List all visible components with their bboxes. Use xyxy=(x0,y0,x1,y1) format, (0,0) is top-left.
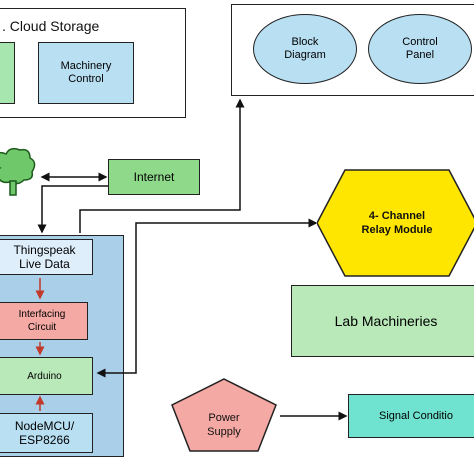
control-panel-circle: Control Panel xyxy=(368,14,472,84)
block-diagram-label: Block Diagram xyxy=(284,36,326,61)
tree-icon xyxy=(0,147,36,196)
nodemcu-label: NodeMCU/ ESP8266 xyxy=(14,419,75,447)
power-supply-label: Power Supply xyxy=(207,412,241,438)
interfacing-circuit-label: Interfacing Circuit xyxy=(18,309,66,333)
internet-thingspeak-arrow xyxy=(37,185,108,234)
arduino-relay-arrow xyxy=(96,218,318,378)
machinery-control-label: Machinery Control xyxy=(60,60,112,85)
interfacing-circuit-box: Interfacing Circuit xyxy=(0,302,88,340)
cloud-green-block xyxy=(0,42,15,104)
signal-conditioning-label: Signal Conditio xyxy=(379,410,453,422)
lab-machineries-label: Lab Machineries xyxy=(334,313,438,329)
cloud-storage-title: . Cloud Storage xyxy=(2,18,100,34)
power-supply-pentagon xyxy=(171,378,277,452)
internet-box: Internet xyxy=(108,159,200,195)
block-diagram-circle: Block Diagram xyxy=(253,14,357,84)
thingspeak-label: Thingspeak Live Data xyxy=(13,243,76,271)
thingspeak-box: Thingspeak Live Data xyxy=(0,239,93,275)
signal-conditioning-box: Signal Conditio xyxy=(348,394,474,438)
relay-hexagon xyxy=(317,169,474,277)
machinery-control-box: Machinery Control xyxy=(38,42,134,104)
control-panel-label: Control Panel xyxy=(402,36,438,61)
arduino-box: Arduino xyxy=(0,357,93,395)
internet-label: Internet xyxy=(133,170,175,184)
arduino-label: Arduino xyxy=(27,370,62,382)
relay-label: 4- Channel Relay Module xyxy=(361,210,433,236)
nodemcu-box: NodeMCU/ ESP8266 xyxy=(0,413,93,453)
lab-machineries-box: Lab Machineries xyxy=(291,285,474,357)
